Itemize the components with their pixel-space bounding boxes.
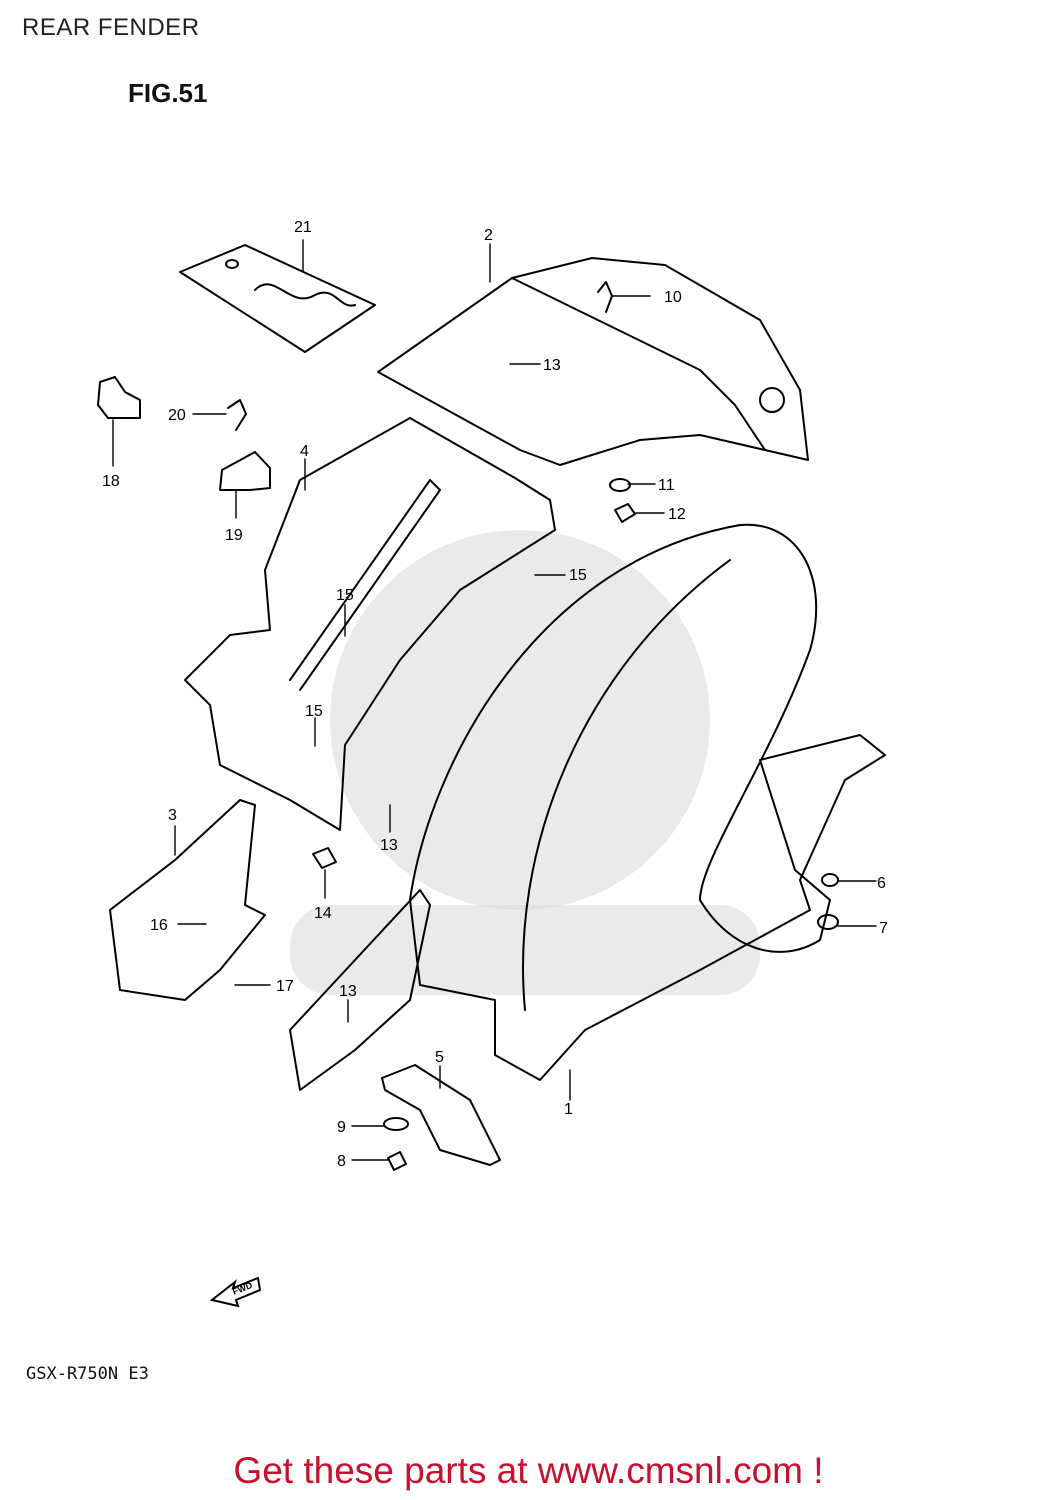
callout-7: 7 — [879, 920, 888, 937]
watermark-logo — [290, 530, 760, 995]
callout-19: 19 — [225, 527, 243, 544]
part-3-panel — [109, 799, 266, 1001]
part-21-pad — [179, 244, 376, 353]
part-4-guard — [184, 417, 556, 831]
callout-21: 21 — [294, 219, 312, 236]
callout-17: 17 — [276, 978, 294, 995]
callout-13-low: 13 — [339, 983, 357, 1000]
callout-14: 14 — [314, 905, 332, 922]
callout-5: 5 — [435, 1049, 444, 1066]
part-21-wave — [254, 283, 356, 307]
part-5-bracket — [381, 1064, 501, 1166]
part-9-washer — [383, 1117, 409, 1131]
page-title: REAR FENDER — [22, 14, 200, 41]
part-21-hole — [225, 259, 239, 269]
part-10-screw — [597, 281, 613, 313]
part-18-clamp — [97, 376, 141, 419]
part-19-clamp — [219, 451, 271, 491]
part-2-fold — [511, 277, 766, 451]
callout-15-mid: 15 — [336, 587, 354, 604]
callout-6: 6 — [877, 875, 886, 892]
callout-15-low: 15 — [305, 703, 323, 720]
figure-label: FIG.51 — [128, 78, 208, 108]
part-7-nut — [817, 914, 839, 930]
part-6-screw — [821, 873, 839, 887]
forward-arrow-icon: FWD — [209, 1276, 262, 1308]
part-20-bolt — [227, 399, 247, 431]
part-1-inner — [522, 559, 731, 1011]
callout-13-mid: 13 — [380, 837, 398, 854]
panel-lower-right — [289, 889, 431, 1091]
part-2-cover — [377, 257, 809, 466]
callout-9: 9 — [337, 1119, 346, 1136]
callout-13-top: 13 — [543, 357, 561, 374]
part-2-hole — [759, 387, 785, 413]
part-8-bolt — [387, 1151, 407, 1171]
callout-1: 1 — [564, 1101, 573, 1118]
callout-16: 16 — [150, 917, 168, 934]
part-11-washer — [609, 478, 631, 492]
callout-8: 8 — [337, 1153, 346, 1170]
callout-4: 4 — [300, 443, 309, 460]
callout-18: 18 — [102, 473, 120, 490]
promo-link[interactable]: Get these parts at www.cmsnl.com ! — [233, 1450, 824, 1491]
model-code: GSX-R750N E3 — [26, 1364, 149, 1384]
part-12-nut — [614, 503, 636, 523]
callout-12: 12 — [668, 506, 686, 523]
callout-2: 2 — [484, 227, 493, 244]
leader-lines — [112, 239, 877, 1161]
callout-15-right: 15 — [569, 567, 587, 584]
part-14-bolt — [312, 847, 337, 869]
callout-11: 11 — [658, 477, 675, 494]
callout-10: 10 — [664, 289, 682, 306]
callout-3: 3 — [168, 807, 177, 824]
part-1-fender — [409, 523, 886, 1081]
part-4-rib — [289, 479, 441, 691]
callout-20: 20 — [168, 407, 186, 424]
